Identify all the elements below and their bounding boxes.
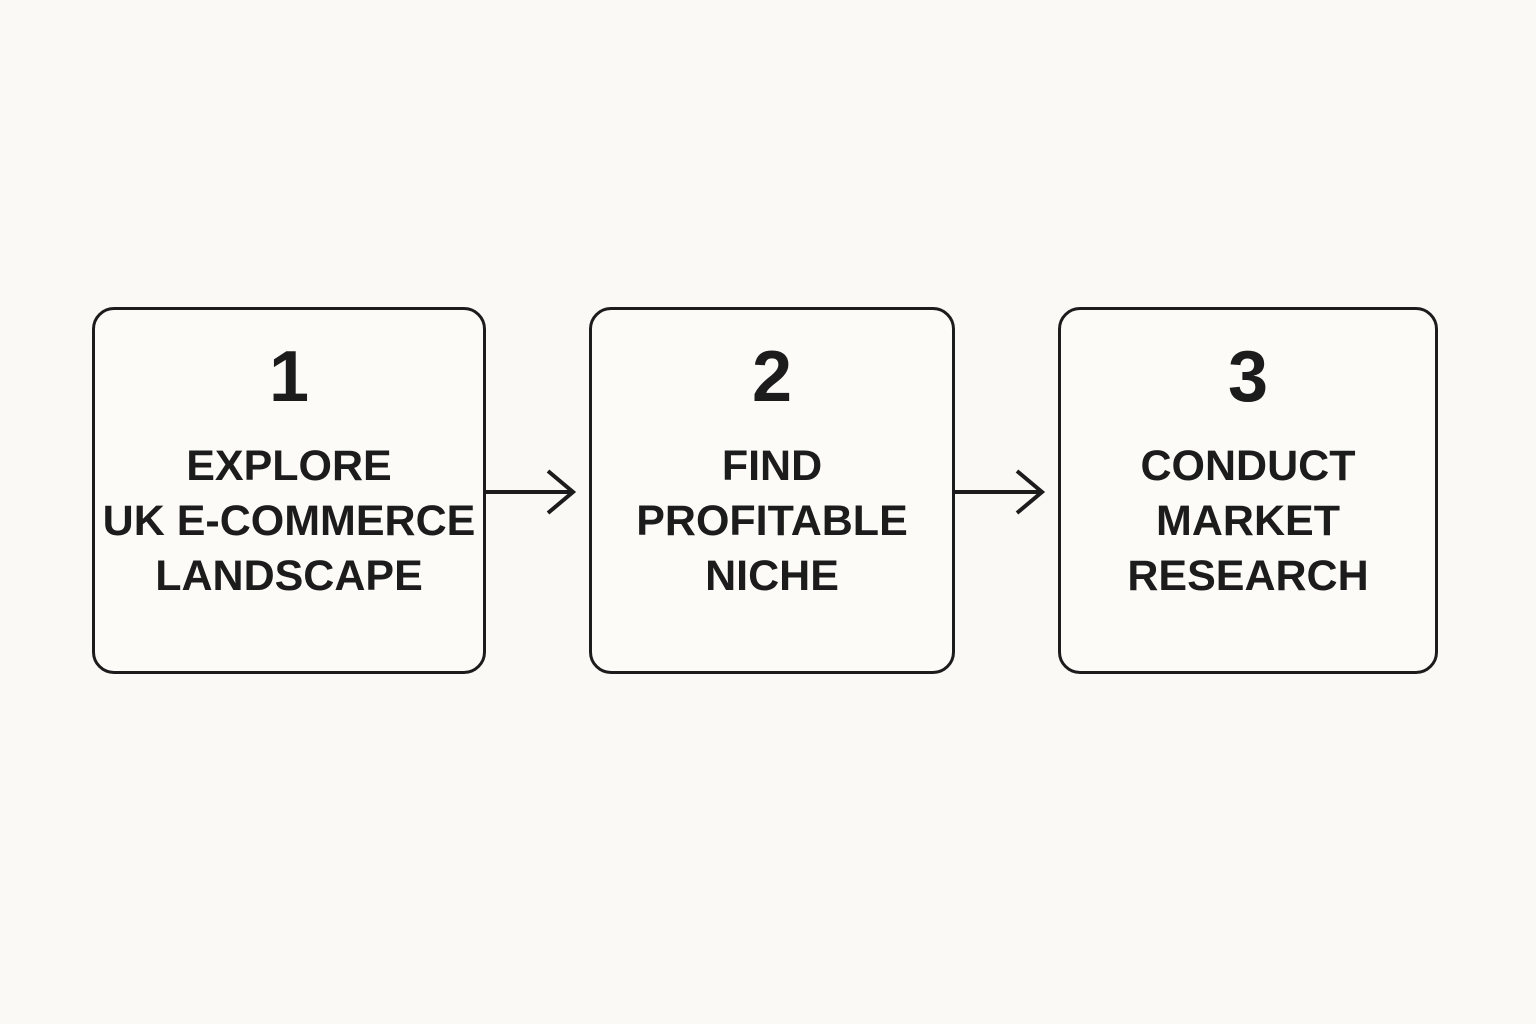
step-number: 1 — [268, 337, 310, 417]
step-label: CONDUCT MARKET RESEARCH — [1127, 439, 1368, 604]
right-arrow-icon — [955, 469, 1046, 515]
step-box-2: 2 FIND PROFITABLE NICHE — [589, 307, 955, 674]
step-label-line: MARKET — [1156, 497, 1340, 545]
step-label-line: LANDSCAPE — [155, 552, 423, 600]
step-label-line: UK E-COMMERCE — [102, 497, 476, 545]
step-label-line: PROFITABLE — [636, 497, 908, 545]
step-label: FIND PROFITABLE NICHE — [636, 439, 908, 604]
step-label: EXPLORE UK E-COMMERCE LANDSCAPE — [103, 439, 476, 604]
step-number: 3 — [1227, 337, 1269, 417]
step-label-line: EXPLORE — [186, 442, 392, 490]
step-box-3: 3 CONDUCT MARKET RESEARCH — [1058, 307, 1438, 674]
step-label-line: RESEARCH — [1127, 552, 1369, 600]
step-box-1: 1 EXPLORE UK E-COMMERCE LANDSCAPE — [92, 307, 486, 674]
right-arrow-icon — [486, 469, 577, 515]
step-label-line: CONDUCT — [1140, 442, 1356, 490]
step-label-line: NICHE — [705, 552, 839, 600]
step-label-line: FIND — [721, 442, 823, 490]
step-number: 2 — [751, 337, 793, 417]
